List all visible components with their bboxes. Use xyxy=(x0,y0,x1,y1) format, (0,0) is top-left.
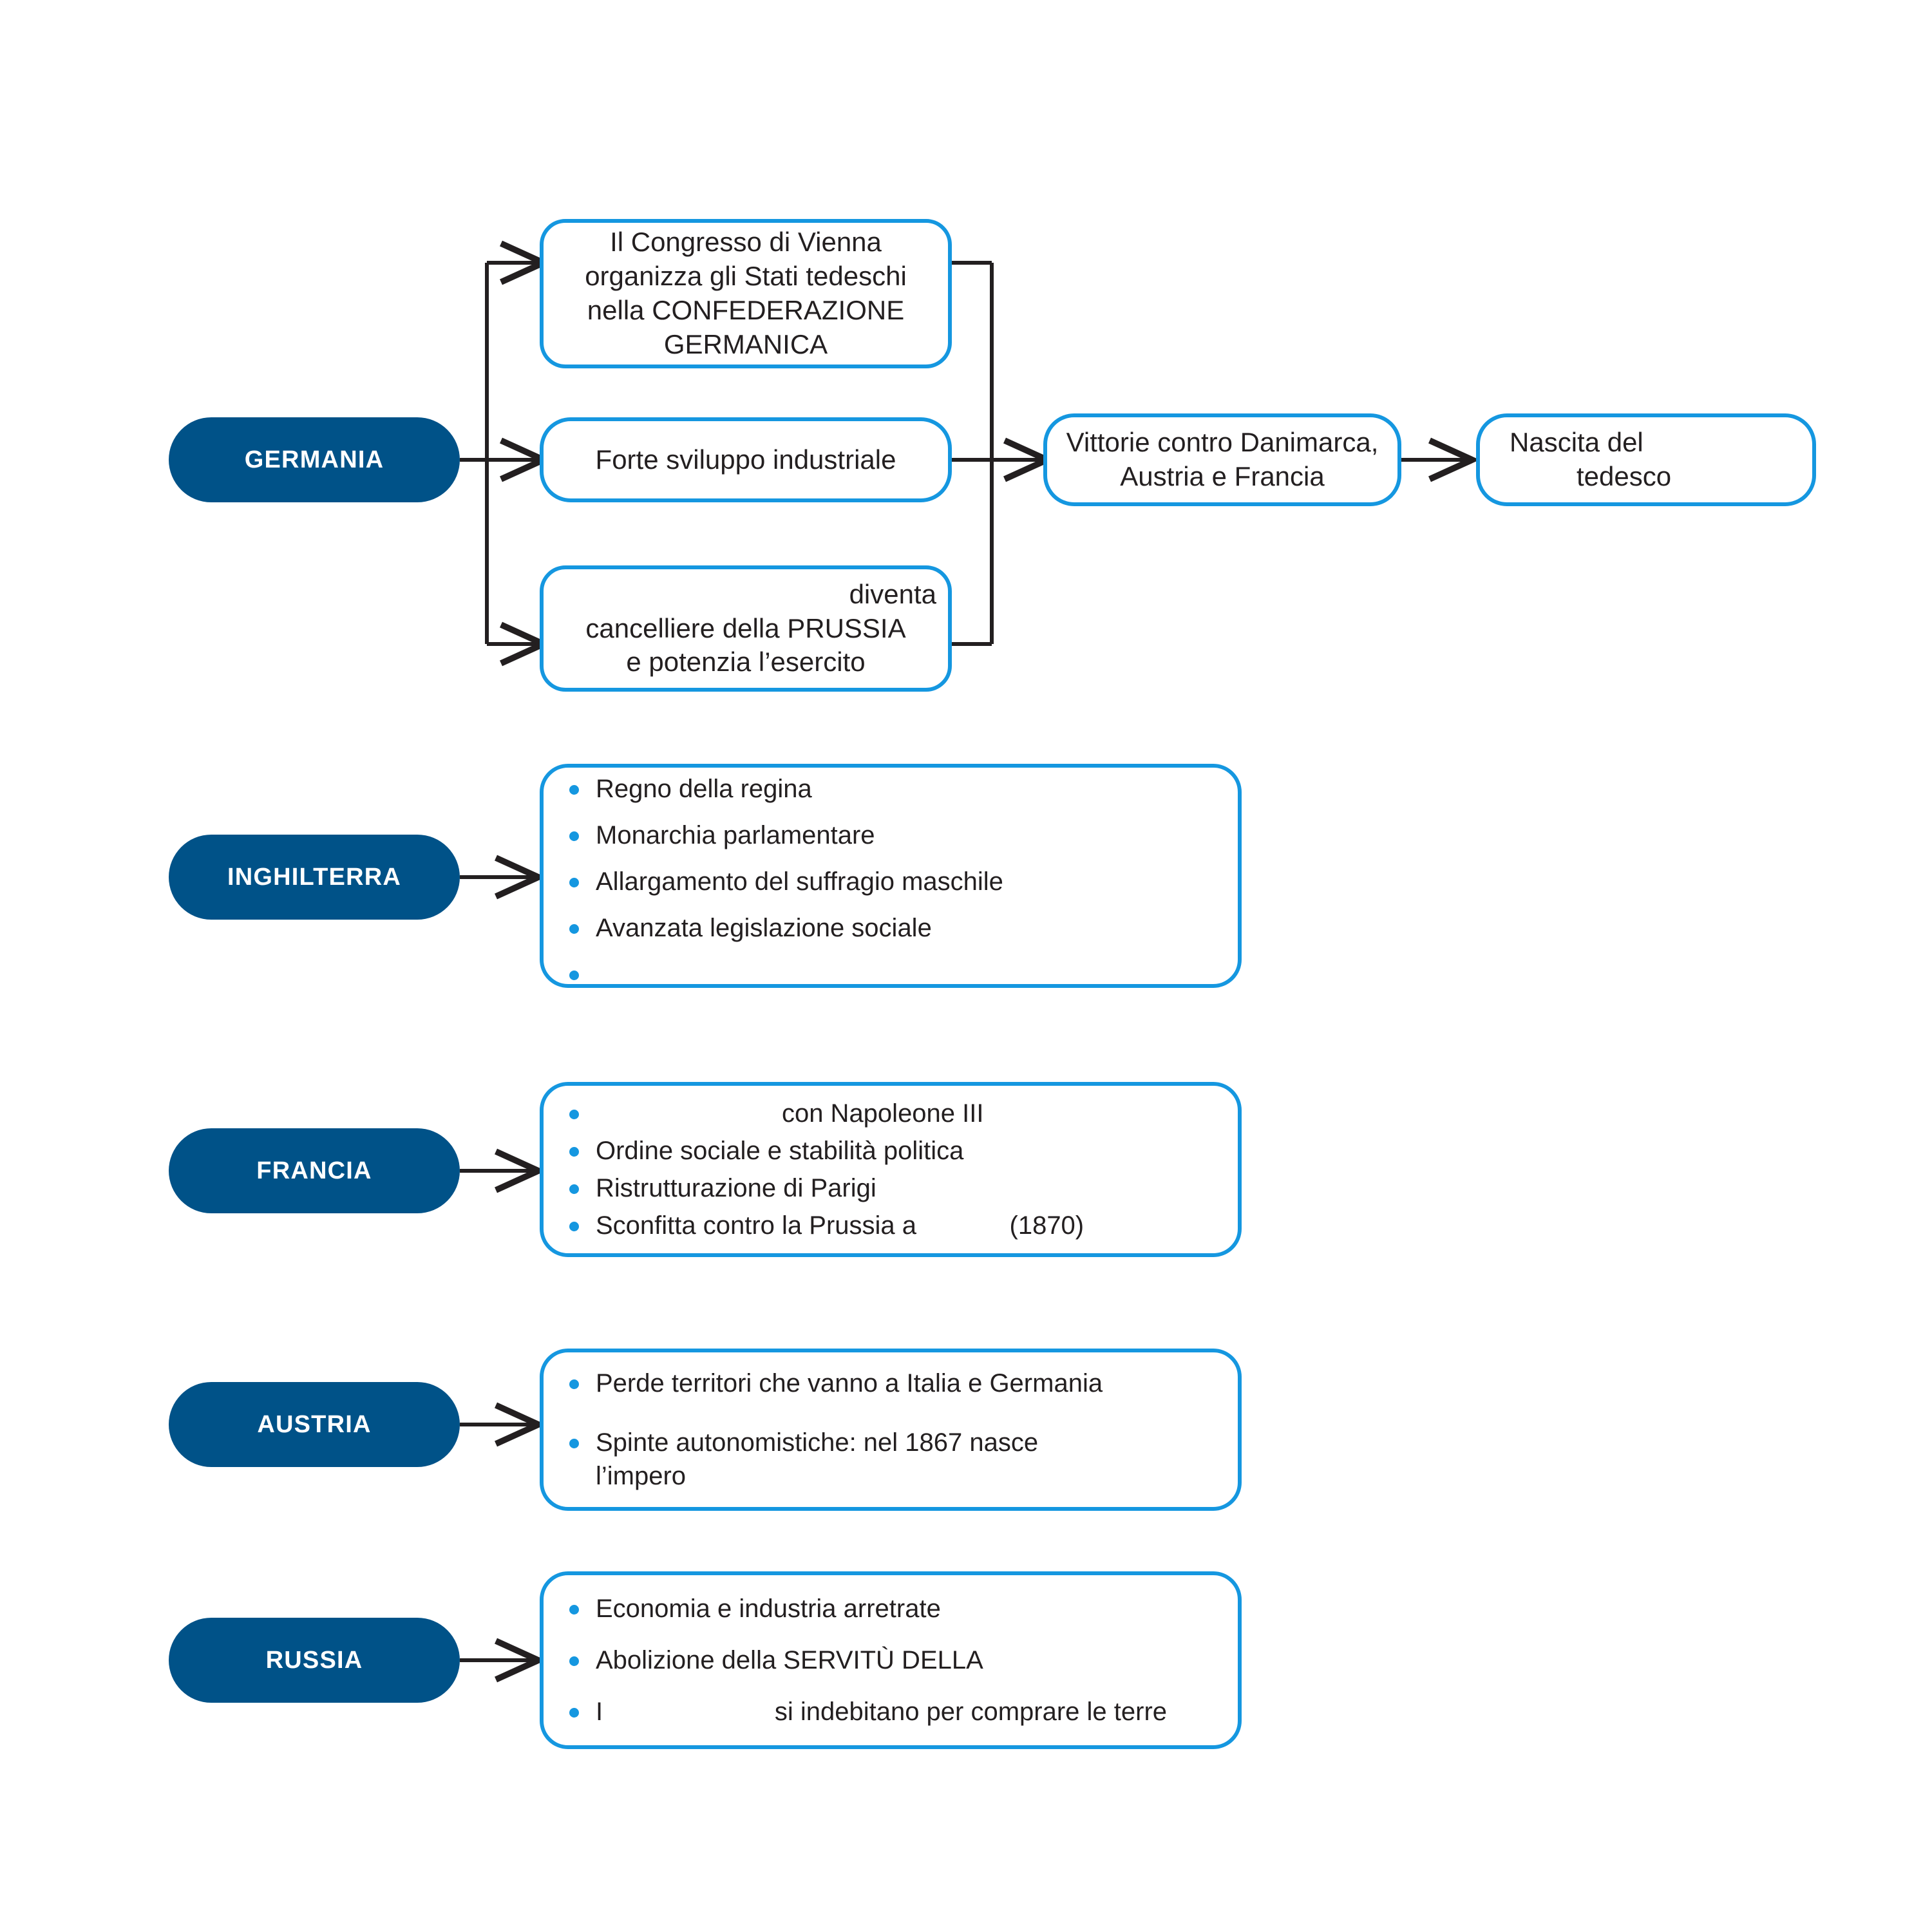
box-line: nella CONFEDERAZIONE xyxy=(587,295,905,325)
list-item: Regno della regina xyxy=(569,772,1212,806)
bullet-list-francia: con Napoleone III Ordine sociale e stabi… xyxy=(544,1097,1238,1242)
list-item: Ristrutturazione di Parigi xyxy=(569,1171,1212,1205)
box-vittorie[interactable]: Vittorie contro Danimarca, Austria e Fra… xyxy=(1043,413,1401,506)
list-item-blank-gleba: Abolizione della SERVITÙ DELLA xyxy=(569,1643,1212,1677)
list-item-text: Monarchia parlamentare xyxy=(596,820,875,849)
bullet-icon xyxy=(569,923,579,934)
list-item-text: I si indebitano per comprare le terre xyxy=(596,1698,1168,1726)
list-item-blank-austro-ungarico: Spinte autonomistiche: nel 1867 nasce l’… xyxy=(569,1426,1212,1493)
pill-inghilterra-label: INGHILTERRA xyxy=(227,863,402,891)
list-item: Avanzata legislazione sociale xyxy=(569,911,1212,945)
box-congresso-vienna[interactable]: Il Congresso di Vienna organizza gli Sta… xyxy=(540,219,952,368)
bullet-icon xyxy=(569,877,579,887)
box-sviluppo-industriale[interactable]: Forte sviluppo industriale xyxy=(540,417,952,502)
list-item: Economia e industria arretrate xyxy=(569,1592,1212,1625)
bullet-icon xyxy=(569,1147,579,1157)
box-inghilterra[interactable]: Regno della regina Monarchia parlamentar… xyxy=(540,764,1242,988)
list-item: Perde territori che vanno a Italia e Ger… xyxy=(569,1367,1212,1400)
pill-russia-label: RUSSIA xyxy=(265,1646,363,1674)
list-item-text: Ordine sociale e stabilità politica xyxy=(596,1137,964,1165)
pill-germania[interactable]: GERMANIA xyxy=(169,417,460,502)
bullet-icon xyxy=(569,1439,579,1448)
box-austria[interactable]: Perde territori che vanno a Italia e Ger… xyxy=(540,1349,1242,1511)
box-line: cancelliere della PRUSSIA xyxy=(585,612,906,643)
list-item-text: Avanzata legislazione sociale xyxy=(596,913,932,942)
bullet-icon xyxy=(569,1708,579,1718)
pill-austria[interactable]: AUSTRIA xyxy=(169,1382,460,1467)
list-item: Allargamento del suffragio maschile xyxy=(569,865,1212,898)
pill-francia[interactable]: FRANCIA xyxy=(169,1128,460,1213)
box-line: organizza gli Stati tedeschi xyxy=(585,261,907,292)
pill-germania-label: GERMANIA xyxy=(244,446,384,473)
list-item-text: Abolizione della SERVITÙ DELLA xyxy=(596,1646,983,1674)
pill-austria-label: AUSTRIA xyxy=(257,1410,372,1438)
box-nascita-impero[interactable]: Nascita del tedesco xyxy=(1476,413,1816,506)
bullet-icon xyxy=(569,1656,579,1666)
pill-francia-label: FRANCIA xyxy=(256,1157,372,1184)
list-item-text: Regno della regina xyxy=(596,774,812,803)
box-line: Vittorie contro Danimarca, xyxy=(1066,427,1379,458)
list-item-blank-contadini: I si indebitano per comprare le terre xyxy=(569,1695,1212,1728)
bullet-icon xyxy=(569,1222,579,1231)
list-item-text: Sconfitta contro la Prussia a (1870) xyxy=(596,1211,1084,1240)
list-item-text: con Napoleone III xyxy=(596,1099,984,1128)
list-item-text: Perde territori che vanno a Italia e Ger… xyxy=(596,1369,1103,1397)
list-item-blank-sedan: Sconfitta contro la Prussia a (1870) xyxy=(569,1209,1212,1242)
bullet-list-russia: Economia e industria arretrate Abolizion… xyxy=(544,1592,1238,1728)
box-line: GERMANICA xyxy=(663,328,828,359)
bullet-list-inghilterra: Regno della regina Monarchia parlamentar… xyxy=(544,772,1238,980)
box-cancelliere-prussia[interactable]: diventa cancelliere della PRUSSIA e pote… xyxy=(540,565,952,692)
bullet-icon xyxy=(569,970,579,980)
list-item-blank-secondo-impero: con Napoleone III xyxy=(569,1097,1212,1130)
list-item-text: Ristrutturazione di Parigi xyxy=(596,1174,876,1202)
bullet-list-austria: Perde territori che vanno a Italia e Ger… xyxy=(544,1367,1238,1493)
box-francia[interactable]: con Napoleone III Ordine sociale e stabi… xyxy=(540,1082,1242,1257)
list-item-text: Allargamento del suffragio maschile xyxy=(596,867,1003,896)
box-line: e potenzia l’esercito xyxy=(626,647,866,677)
box-line: Forte sviluppo industriale xyxy=(595,444,896,475)
box-russia[interactable]: Economia e industria arretrate Abolizion… xyxy=(540,1571,1242,1749)
bullet-icon xyxy=(569,1379,579,1389)
list-item-blank xyxy=(569,958,1212,980)
pill-russia[interactable]: RUSSIA xyxy=(169,1618,460,1703)
bullet-icon xyxy=(569,1110,579,1119)
bullet-icon xyxy=(569,1184,579,1194)
list-item: Monarchia parlamentare xyxy=(569,819,1212,852)
box-line: Il Congresso di Vienna xyxy=(610,227,882,258)
box-line-blank-bismarck: diventa xyxy=(849,578,936,609)
box-line: Nascita del xyxy=(1510,427,1643,458)
list-item-text: Spinte autonomistiche: nel 1867 nasce l’… xyxy=(596,1428,1039,1490)
bullet-icon xyxy=(569,1605,579,1615)
box-line: Austria e Francia xyxy=(1120,461,1325,491)
bullet-icon xyxy=(569,784,579,795)
pill-inghilterra[interactable]: INGHILTERRA xyxy=(169,835,460,920)
list-item: Ordine sociale e stabilità politica xyxy=(569,1134,1212,1168)
bullet-icon xyxy=(569,831,579,841)
list-item-text: Economia e industria arretrate xyxy=(596,1595,941,1623)
box-line-blank-impero: tedesco xyxy=(1577,461,1672,491)
